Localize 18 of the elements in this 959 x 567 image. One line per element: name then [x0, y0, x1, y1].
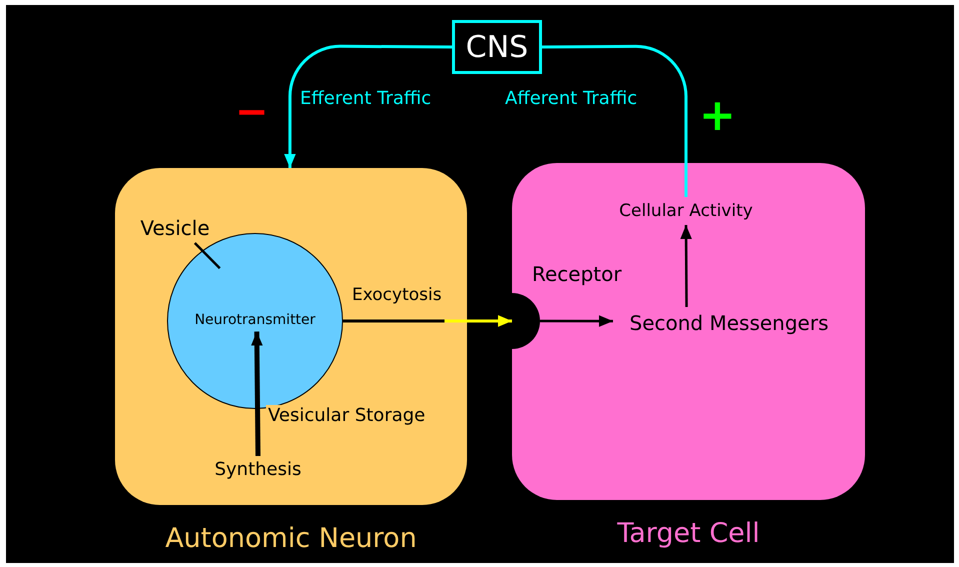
minus-sign: −	[234, 92, 270, 132]
arrow	[540, 315, 613, 327]
cellular-activity-label: Cellular Activity	[601, 197, 771, 225]
cns-box: CNS	[452, 20, 542, 74]
panel-title: Target Cell	[617, 518, 760, 549]
panel-title: Autonomic Neuron	[165, 523, 417, 554]
arrow	[284, 44, 452, 168]
receptor-label: Receptor	[532, 262, 622, 286]
synthesis-label: Synthesis	[203, 456, 313, 484]
vesicle-label: Vesicle	[130, 213, 220, 243]
plus-sign: +	[698, 94, 737, 138]
edge-label: Vesicular Storage	[266, 405, 428, 426]
connector-line	[542, 44, 688, 197]
arrow	[680, 225, 692, 307]
arrow	[251, 332, 263, 456]
arrow	[343, 315, 512, 327]
second-messengers-label: Second Messengers	[613, 307, 845, 339]
circle-label: Neurotransmitter	[194, 312, 316, 328]
